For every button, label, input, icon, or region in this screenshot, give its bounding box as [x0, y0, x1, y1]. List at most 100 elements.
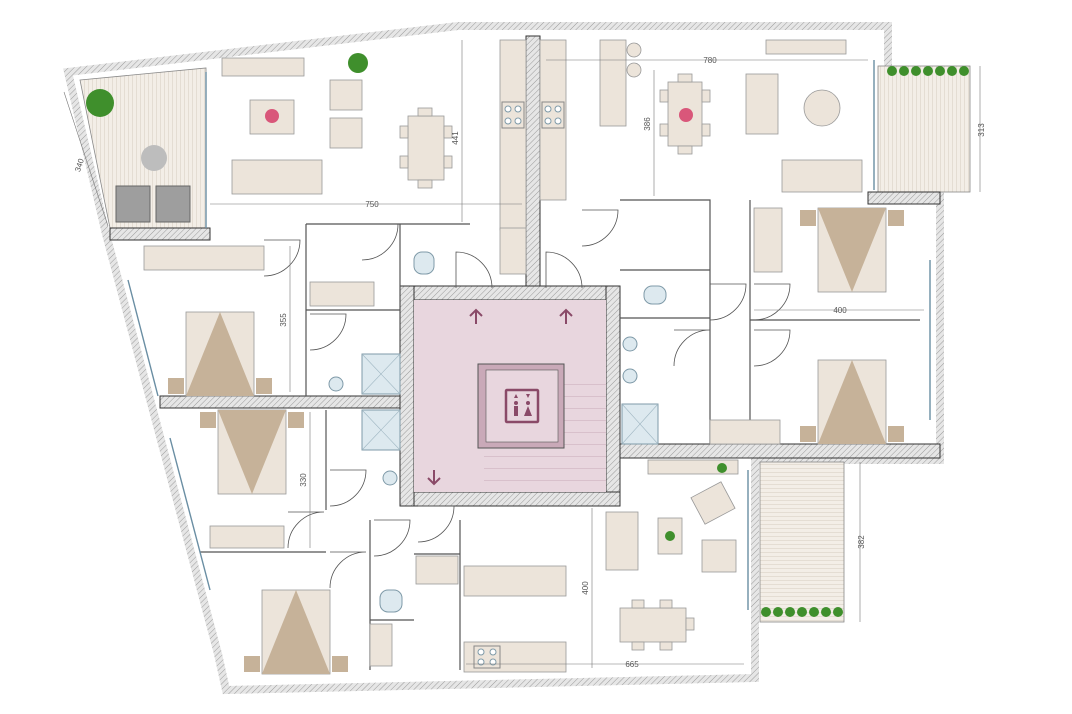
dimension-label: 665 [625, 660, 639, 669]
sink-icon [622, 336, 638, 352]
up-arrow-icon [559, 308, 573, 324]
chair [443, 155, 453, 169]
bed [244, 589, 348, 675]
wardrobe [415, 555, 459, 585]
chair [659, 599, 673, 609]
wall [525, 35, 541, 289]
wall [867, 191, 941, 205]
toilet-icon [379, 589, 403, 613]
kitchen-counter [463, 565, 567, 597]
dining-table [407, 115, 445, 181]
dimension-label: 382 [857, 535, 866, 549]
plant-icon [665, 531, 675, 541]
lounge-chair [115, 185, 151, 223]
plant-icon [348, 53, 368, 73]
lounge-chair [155, 185, 191, 223]
wardrobe [309, 281, 375, 307]
armchair [329, 117, 363, 149]
chair [677, 145, 693, 155]
chair [677, 73, 693, 83]
dimension-label: 400 [581, 581, 590, 595]
shower-icon [621, 403, 659, 445]
chair [659, 89, 669, 103]
armchair [701, 539, 737, 573]
planter-row [887, 66, 969, 76]
tv-unit [647, 459, 739, 475]
kitchen-counter [499, 39, 527, 231]
toilet-icon [413, 251, 435, 275]
armchair [690, 481, 736, 525]
chair [443, 125, 453, 139]
dimension-label: 441 [451, 131, 460, 145]
terrace-southeast [759, 461, 845, 623]
chair [631, 641, 645, 651]
shower-icon [361, 353, 401, 395]
bed [200, 409, 304, 495]
stove-icon [501, 101, 525, 129]
wardrobe [753, 207, 783, 273]
tv-unit [765, 39, 847, 55]
bed [800, 359, 904, 445]
sink-icon [328, 376, 344, 392]
wall [605, 285, 621, 507]
sofa [231, 159, 323, 195]
wardrobe [369, 623, 393, 667]
furniture [143, 39, 863, 673]
bed [168, 311, 272, 397]
plant-icon [717, 463, 727, 473]
wardrobe [143, 245, 265, 271]
down-arrow-icon [427, 470, 441, 486]
planter-row [761, 607, 843, 617]
shower-icon [361, 409, 401, 451]
chair [417, 107, 433, 117]
terrace-items [86, 53, 969, 617]
wall [109, 227, 211, 241]
toilet-icon [643, 285, 667, 305]
terrace-east [877, 65, 971, 193]
beds [168, 207, 904, 675]
plant-icon [265, 109, 279, 123]
windows [127, 60, 931, 610]
chair [701, 123, 711, 137]
bar-stool [626, 42, 642, 58]
bar-stool [626, 62, 642, 78]
tv-unit [221, 57, 305, 77]
elevator-icon [504, 388, 540, 424]
chair [659, 123, 669, 137]
sink-icon [382, 470, 398, 486]
dimension-label: 355 [279, 313, 288, 327]
dining-table [619, 607, 687, 643]
sink-icon [622, 368, 638, 384]
armchair [329, 79, 363, 111]
chair [417, 179, 433, 189]
elevator-cab [485, 369, 559, 443]
stove-icon [541, 101, 565, 129]
dimension-label: 330 [299, 473, 308, 487]
chair [701, 89, 711, 103]
wall [399, 285, 415, 507]
wardrobe [209, 525, 285, 549]
dimension-label: 400 [833, 306, 847, 315]
up-arrow-icon [469, 308, 483, 324]
round-table [803, 89, 841, 127]
chair [631, 599, 645, 609]
chair [399, 155, 409, 169]
interior-walls [109, 35, 941, 507]
kitchen-island [599, 39, 627, 127]
doors [263, 209, 791, 589]
chair [685, 617, 695, 631]
dimension-label: 386 [643, 117, 652, 131]
dimension-label: 780 [703, 56, 717, 65]
wall [399, 285, 621, 301]
sofa [781, 159, 863, 193]
armchair [745, 73, 779, 135]
dimension-label: 750 [365, 200, 379, 209]
dimension-labels: 340 441 750 780 386 313 355 400 330 382 … [73, 56, 986, 669]
circulation-core [414, 300, 606, 492]
bed [800, 207, 904, 293]
stove-icon [473, 645, 501, 669]
plant-icon [679, 108, 693, 122]
chair [659, 641, 673, 651]
chair [399, 125, 409, 139]
sanitary [328, 101, 667, 669]
